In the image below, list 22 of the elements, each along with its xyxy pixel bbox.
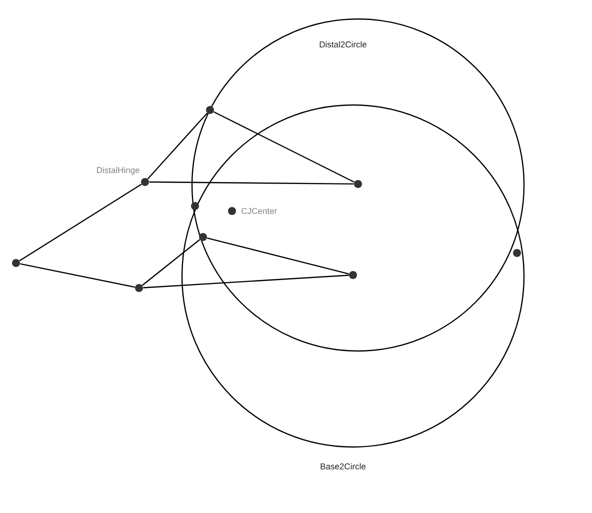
- point-dot: [191, 202, 199, 210]
- circle-label: Distal2Circle: [320, 41, 366, 48]
- point-dot: [228, 206, 236, 215]
- line-segment: [149, 181, 354, 185]
- point-dot: [199, 232, 207, 241]
- line-segment: [214, 111, 355, 183]
- point-dot: [349, 270, 357, 279]
- line-segment: [19, 184, 142, 262]
- point-dot: [135, 284, 143, 292]
- point-label: DistalHinge: [97, 166, 140, 175]
- line-segment: [20, 263, 135, 288]
- point-dot: [354, 180, 362, 188]
- point-label: CJCenter: [242, 208, 277, 214]
- point-dot: [12, 259, 20, 267]
- point-dot: [513, 248, 521, 257]
- circle-label: Base2Circle: [320, 463, 366, 470]
- point-dot: [141, 178, 149, 186]
- point-dot: [206, 106, 214, 114]
- line-segment: [142, 239, 200, 286]
- line-segment: [147, 112, 208, 180]
- line-segment: [143, 274, 349, 288]
- line-segment: [206, 237, 350, 275]
